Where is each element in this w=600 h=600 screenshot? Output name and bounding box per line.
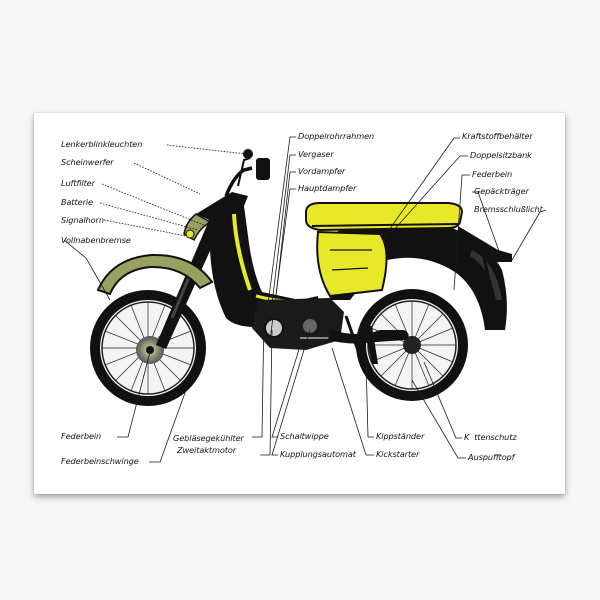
label-federbein-rear: Federbein	[472, 169, 513, 179]
label-vollnabenbremse: Vollnabenbremse	[61, 235, 131, 245]
label-luftfilter: Luftfilter	[61, 178, 95, 188]
label-auspufftopf: Auspufftopf	[468, 452, 515, 462]
label-kraftstoffbehaelter: Kraftstoffbehälter	[462, 131, 533, 141]
label-kupplungsautomat: Kupplungsautomat	[280, 449, 356, 459]
label-zweitaktmotor: Zweitaktmotor	[177, 445, 237, 455]
label-scheinwerfer: Scheinwerfer	[61, 157, 114, 167]
front-wheel	[90, 290, 206, 406]
label-schaltwippe: Schaltwippe	[280, 431, 329, 441]
label-kippstaender: Kippständer	[376, 431, 425, 441]
label-doppelrohrrahmen: Doppelrohrrahmen	[298, 131, 375, 141]
label-vergaser: Vergaser	[298, 149, 334, 159]
label-federbeinschwinge: Federbeinschwinge	[61, 456, 139, 466]
label-hauptdampfer: Hauptdampfer	[298, 183, 357, 193]
label-signalhorn: Signalhorn	[61, 215, 104, 225]
leader-lines	[63, 136, 547, 463]
rear-wheel	[356, 289, 468, 401]
label-bremsschlusslicht: Bremsschlußlicht	[474, 204, 543, 214]
label-geblaesegekuehlter: Gebläsegekühlter	[173, 433, 244, 443]
label-batterie: Batterie	[61, 197, 93, 207]
label-vordampfer: Vordampfer	[298, 166, 346, 176]
label-lenkerblinkleuchten: Lenkerblinkleuchten	[61, 139, 143, 149]
label-doppelsitzbank: Doppelsitzbank	[470, 150, 532, 160]
label-federbein-front: Federbein	[61, 431, 102, 441]
label-kettenschutz: K ttenschutz	[464, 432, 517, 442]
moped-illustration	[90, 149, 512, 406]
label-gepaecktraeger: Gepäckträger	[474, 186, 529, 196]
label-kickstarter: Kickstarter	[376, 449, 420, 459]
